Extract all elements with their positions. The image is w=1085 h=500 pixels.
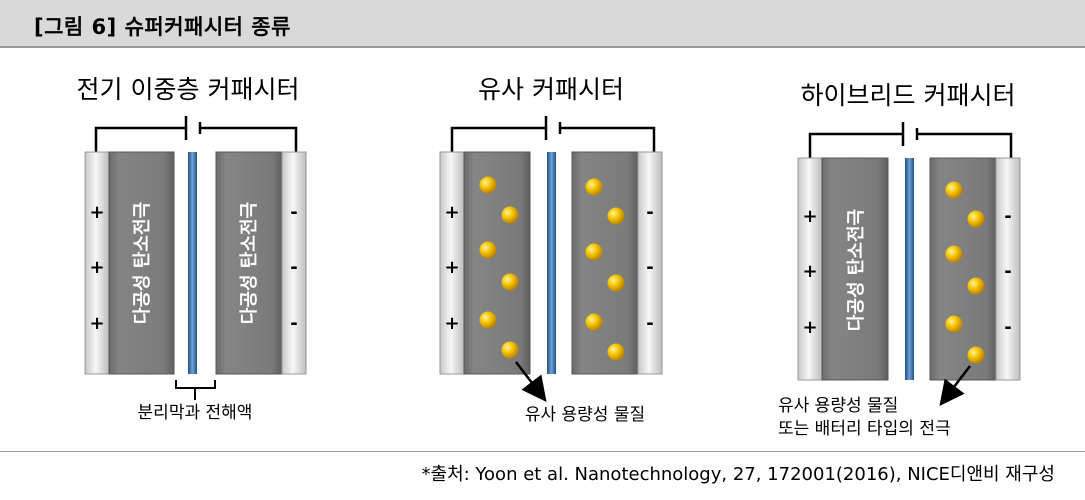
particle bbox=[945, 245, 963, 263]
particle bbox=[967, 210, 985, 228]
panel-title: 하이브리드 커패시터 bbox=[801, 81, 1016, 110]
circuit-wire bbox=[808, 122, 1013, 158]
plus-sign: + bbox=[89, 202, 104, 223]
minus-sign: - bbox=[646, 202, 653, 223]
electrode-right bbox=[929, 157, 997, 381]
plus-sign: + bbox=[802, 261, 817, 282]
minus-sign: - bbox=[646, 313, 653, 334]
particle bbox=[967, 277, 985, 295]
electrode-left bbox=[821, 157, 889, 381]
panel-edlc: 전기 이중층 커패시터 다공성 탄소전극 다공성 탄소전극 + + + - - … bbox=[77, 75, 307, 423]
particle bbox=[585, 178, 603, 196]
figure-title: [그림 6] 슈퍼커패시터 종류 bbox=[34, 15, 291, 39]
particle bbox=[479, 241, 497, 259]
plus-sign: + bbox=[89, 313, 104, 334]
plus-sign: + bbox=[444, 313, 459, 334]
minus-sign: - bbox=[646, 257, 653, 278]
circuit-wire bbox=[94, 116, 298, 152]
separator bbox=[905, 158, 914, 380]
panel-title: 유사 커패시터 bbox=[478, 75, 624, 104]
pseudo-particles bbox=[479, 176, 625, 361]
hybrid-annotation-line1: 유사 용량성 물질 bbox=[778, 396, 898, 416]
particle bbox=[945, 315, 963, 333]
particle bbox=[501, 273, 519, 291]
annotation-arrow bbox=[939, 365, 971, 406]
minus-sign: - bbox=[1004, 206, 1011, 227]
plus-sign: + bbox=[802, 206, 817, 227]
particle bbox=[607, 343, 625, 361]
footer-divider bbox=[0, 451, 1085, 452]
panel-pseudocapacitor: 유사 커패시터 + + + - - bbox=[439, 75, 663, 425]
current-collector-right bbox=[995, 157, 1021, 381]
electrode-right bbox=[571, 151, 639, 375]
particle bbox=[945, 181, 963, 199]
electrode-label-right: 다공성 탄소전극 bbox=[239, 202, 260, 324]
source-citation: *출처: Yoon et al. Nanotechnology, 27, 172… bbox=[421, 464, 1055, 485]
current-collector-left bbox=[84, 151, 110, 375]
electrode-left bbox=[463, 151, 531, 375]
electrode-label-left: 다공성 탄소전극 bbox=[846, 209, 867, 331]
particle bbox=[607, 207, 625, 225]
annotation-arrow bbox=[515, 361, 547, 402]
plus-sign: + bbox=[444, 202, 459, 223]
figure-header: [그림 6] 슈퍼커패시터 종류 bbox=[0, 0, 1085, 48]
current-collector-left bbox=[439, 151, 465, 375]
particle bbox=[607, 274, 625, 292]
panel-hybrid-capacitor: 하이브리드 커패시터 다공성 탄소전극 + + + - - - 유사 용량성 물… bbox=[778, 81, 1021, 439]
separator bbox=[188, 152, 197, 374]
hybrid-annotation-line2: 또는 배터리 타입의 전극 bbox=[778, 419, 951, 439]
minus-sign: - bbox=[1004, 317, 1011, 338]
particle bbox=[585, 313, 603, 331]
circuit-wire bbox=[450, 116, 656, 152]
particle bbox=[585, 243, 603, 261]
separator bbox=[547, 152, 556, 374]
panel-title: 전기 이중층 커패시터 bbox=[77, 75, 300, 104]
particle-annotation: 유사 용량성 물질 bbox=[525, 405, 645, 425]
plus-sign: + bbox=[89, 257, 104, 278]
minus-sign: - bbox=[290, 202, 297, 223]
separator-bracket bbox=[175, 380, 216, 400]
particle bbox=[501, 341, 519, 359]
pseudo-particles bbox=[945, 181, 985, 364]
particle bbox=[967, 346, 985, 364]
current-collector-right bbox=[281, 151, 307, 375]
electrode-right bbox=[215, 151, 283, 375]
plus-sign: + bbox=[444, 257, 459, 278]
minus-sign: - bbox=[1004, 261, 1011, 282]
electrode-left bbox=[108, 151, 175, 375]
current-collector-left bbox=[797, 157, 823, 381]
electrode-label-left: 다공성 탄소전극 bbox=[132, 202, 153, 324]
minus-sign: - bbox=[290, 257, 297, 278]
particle bbox=[479, 176, 497, 194]
separator-annotation: 분리막과 전해액 bbox=[138, 403, 253, 423]
particle bbox=[501, 206, 519, 224]
particle bbox=[479, 311, 497, 329]
minus-sign: - bbox=[290, 313, 297, 334]
current-collector-right bbox=[637, 151, 663, 375]
plus-sign: + bbox=[802, 317, 817, 338]
